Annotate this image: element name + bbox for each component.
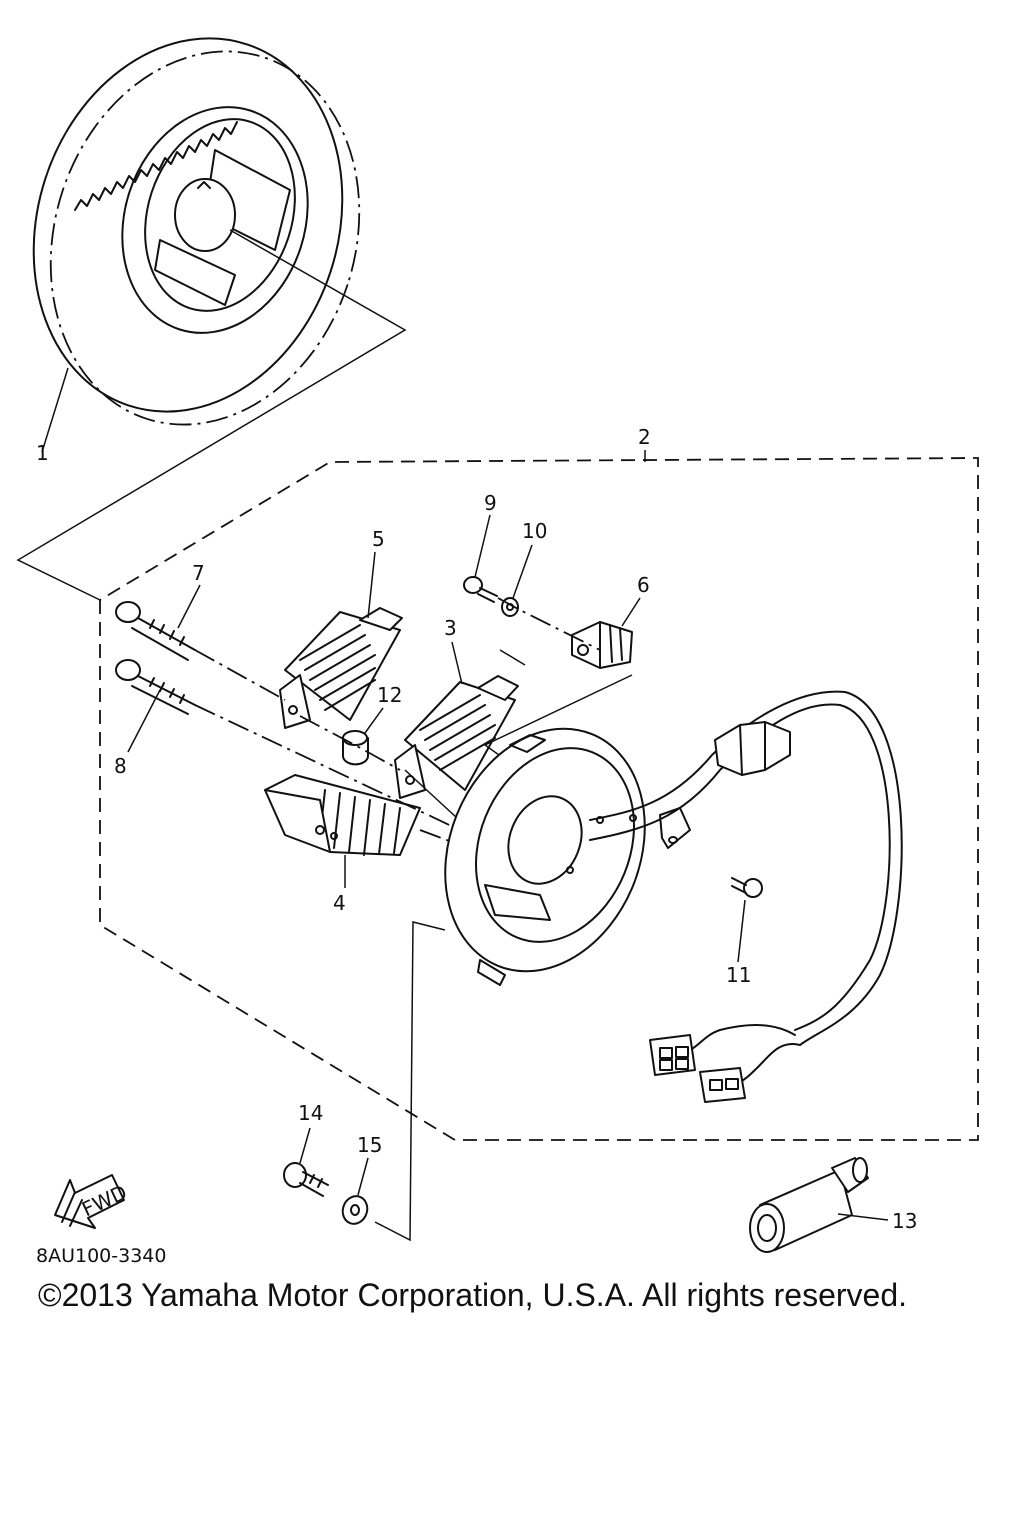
puller-tool-13-part [749, 1157, 889, 1253]
sensor-6-part [571, 597, 641, 669]
callout-1: 1 [36, 441, 49, 465]
bolt-14-part [283, 1127, 329, 1197]
stator-assembly-box [99, 450, 979, 1141]
ring-gear-teeth [74, 121, 238, 211]
bolt-7-part [115, 584, 201, 661]
washer-10-part [501, 544, 533, 617]
flywheel-rotor-part [16, 37, 407, 601]
charge-coil-3-part [394, 641, 519, 799]
callout-4: 4 [333, 891, 346, 915]
callout-13: 13 [892, 1209, 917, 1233]
charge-coil-5-part [279, 551, 403, 729]
callout-labels: 1 2 3 4 5 6 7 8 9 10 11 12 13 14 15 [36, 425, 917, 1233]
copyright-notice: ©2013 Yamaha Motor Corporation, U.S.A. A… [38, 1277, 907, 1313]
callout-3: 3 [444, 616, 457, 640]
callout-15: 15 [357, 1133, 382, 1157]
forward-direction-arrow: FWD [54, 1174, 131, 1229]
callout-7: 7 [192, 561, 205, 585]
callout-8: 8 [114, 754, 127, 778]
callout-2: 2 [638, 425, 651, 449]
callout-9: 9 [484, 491, 497, 515]
washer-15-part [341, 1157, 369, 1225]
screw-9-part [463, 514, 498, 603]
callout-12: 12 [377, 683, 402, 707]
callout-14: 14 [298, 1101, 323, 1125]
screw-11-part [731, 877, 763, 963]
callout-10: 10 [522, 519, 547, 543]
diagram-code: 8AU100-3340 [36, 1245, 166, 1267]
bolt-8-part [115, 659, 196, 753]
callout-11: 11 [726, 963, 751, 987]
pulser-coil-4-part [264, 774, 421, 888]
callout-6: 6 [637, 573, 650, 597]
stator-base-plate [374, 727, 691, 1242]
wiring-harness [589, 690, 903, 1103]
callout-5: 5 [372, 527, 385, 551]
